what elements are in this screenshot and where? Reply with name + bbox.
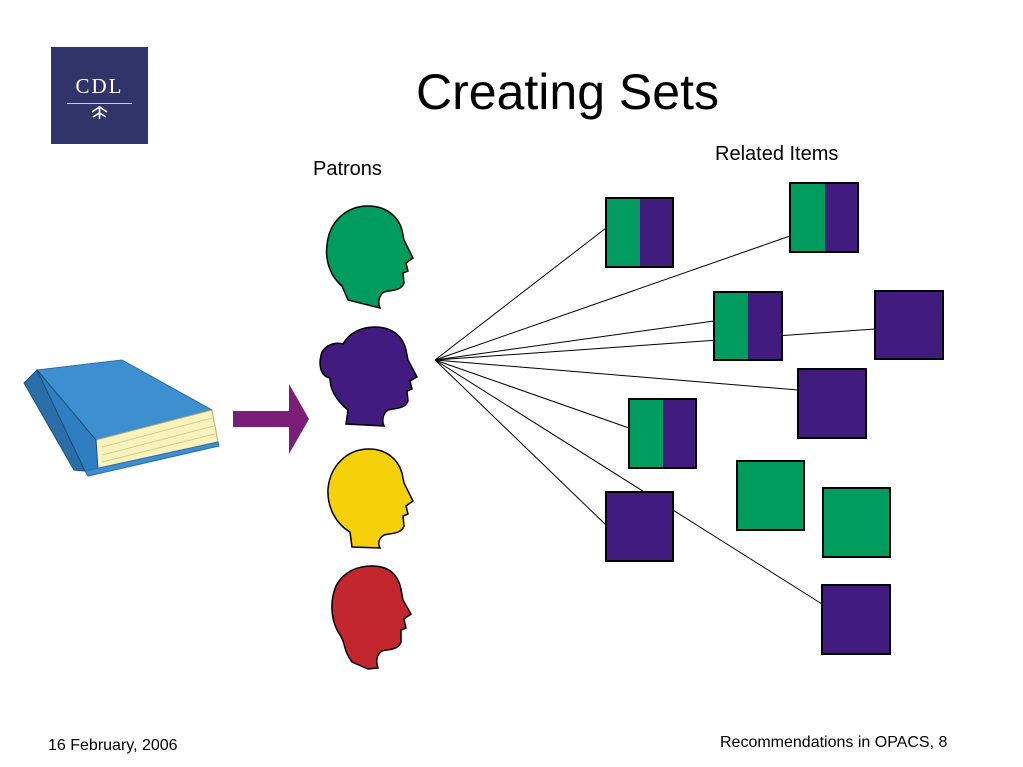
connection-line [434,320,715,361]
logo-arrow-icon [91,106,108,119]
yellow-patron-head-icon [327,448,414,549]
slide-title: Creating Sets [416,64,719,120]
related-item [797,368,867,439]
connection-line [434,359,823,605]
related-items-label: Related Items [715,143,839,165]
patrons-label: Patrons [313,158,382,180]
logo-text: CDL [75,74,124,98]
red-patron-head-icon [331,565,412,670]
connection-line [434,235,791,361]
related-item [713,291,783,361]
green-patron-head-icon [325,205,414,310]
cdl-logo: CDL [51,47,148,144]
connection-lines [434,227,876,605]
related-item [605,197,674,268]
connection-line [434,227,607,361]
footer-date: 16 February, 2006 [48,737,178,754]
related-item [789,182,859,253]
connection-line [434,359,607,526]
logo-divider [67,103,132,104]
related-item [821,584,891,655]
connection-line [434,328,876,361]
connection-line [434,359,630,429]
connection-line [434,359,799,391]
related-item [822,487,891,558]
related-item [874,290,944,360]
purple-patron-head-icon [319,326,419,427]
footer-page-number: Recommendations in OPACS, 8 [720,734,948,751]
related-item [736,460,805,531]
related-item [605,491,674,562]
related-item [628,398,697,469]
arrow-right-icon [233,384,309,454]
book-icon [23,359,220,477]
